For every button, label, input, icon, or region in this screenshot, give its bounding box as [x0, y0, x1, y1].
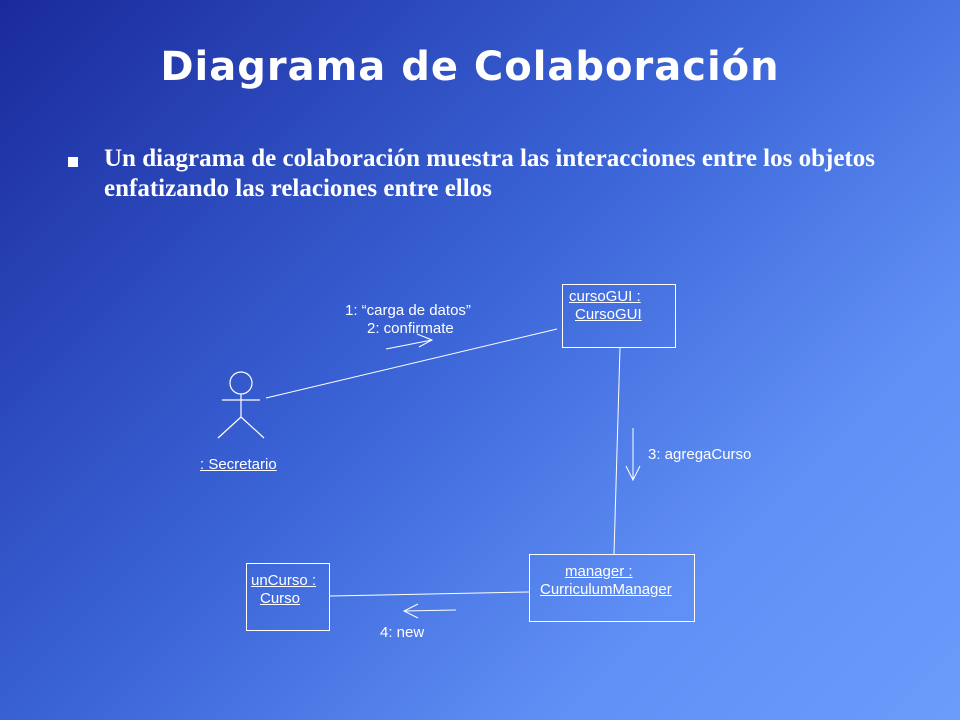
- object-name-cursogui: cursoGUI :: [569, 288, 641, 305]
- message-label-2: 2: confirmate: [367, 320, 454, 337]
- object-class-manager: CurriculumManager: [540, 581, 672, 598]
- message-label-3: 3: agregaCurso: [648, 446, 752, 463]
- object-class-cursogui: CursoGUI: [575, 306, 642, 323]
- object-box-cursogui: cursoGUI : CursoGUI: [562, 284, 676, 348]
- link-cursogui-manager: [613, 347, 621, 555]
- message-label-4: 4: new: [380, 624, 425, 641]
- slide-title: Diagrama de Colaboración: [160, 44, 780, 90]
- object-class-uncurso: Curso: [260, 590, 301, 607]
- message-arrow-1-icon: [385, 333, 434, 350]
- object-name-uncurso: unCurso :: [251, 572, 317, 589]
- object-box-uncurso: unCurso : Curso: [246, 563, 330, 631]
- actor-stick-figure-icon: [217, 371, 265, 439]
- message-arrow-4-icon: [402, 603, 457, 619]
- link-manager-uncurso: [329, 591, 530, 597]
- object-box-manager: manager : CurriculumManager: [529, 554, 695, 622]
- link-secretario-cursogui: [265, 328, 558, 399]
- square-bullet-icon: [68, 157, 78, 167]
- bullet-item: Un diagrama de colaboración muestra las …: [68, 144, 928, 204]
- message-arrow-3-icon: [625, 428, 641, 482]
- bullet-text: Un diagrama de colaboración muestra las …: [104, 145, 875, 202]
- object-name-manager: manager :: [565, 563, 633, 580]
- actor-label-secretario: : Secretario: [200, 456, 277, 473]
- message-label-1: 1: “carga de datos”: [345, 302, 471, 319]
